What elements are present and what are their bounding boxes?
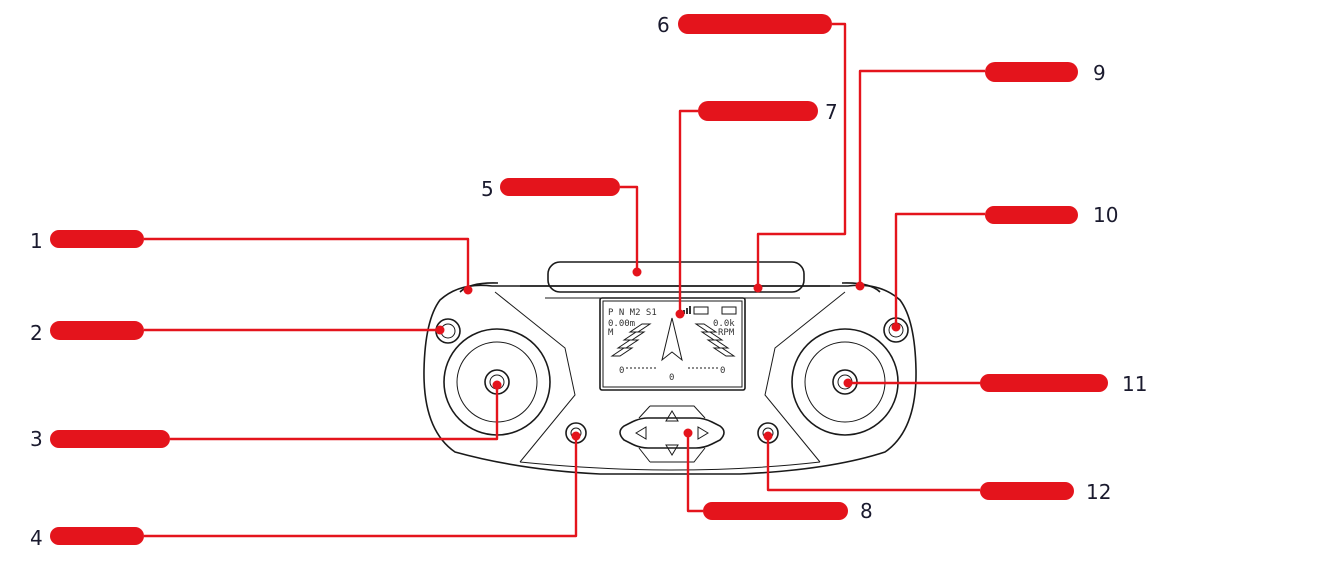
callout-number-1: 1 (30, 229, 43, 253)
callout-number-7: 7 (825, 100, 838, 124)
callout-dot-7 (675, 309, 685, 319)
antenna (547, 261, 805, 293)
callout-leader-10 (894, 212, 985, 327)
callout-leader-5 (620, 185, 639, 272)
callout-number-11: 11 (1122, 372, 1147, 396)
callout-dot-8 (683, 428, 693, 438)
dpad-down-icon[interactable] (665, 444, 679, 456)
callout-label-bar-4 (50, 527, 144, 545)
screen-zero-center: 0 (669, 373, 674, 383)
screen-left-value: 0.00m (608, 319, 635, 329)
screen-right-value: 0.0k (713, 319, 735, 329)
callout-dot-3 (492, 380, 502, 390)
callout-leader-4 (144, 436, 578, 538)
screen-right-unit: RPM (718, 328, 735, 338)
dpad-left-icon[interactable] (635, 426, 647, 440)
callout-number-12: 12 (1086, 480, 1111, 504)
callout-number-8: 8 (860, 499, 873, 523)
screen-zero-left: 0 (619, 366, 624, 376)
right-bar-ladder (694, 323, 736, 357)
controller-body (423, 261, 917, 475)
callout-label-bar-12 (980, 482, 1074, 500)
callout-leader-7 (678, 109, 698, 314)
callout-label-bar-2 (50, 321, 144, 340)
callout-label-bar-3 (50, 430, 170, 448)
callout-dot-4 (571, 431, 581, 441)
callout-leader-12 (766, 436, 980, 492)
callout-number-10: 10 (1093, 203, 1118, 227)
dpad-up-icon[interactable] (665, 410, 679, 422)
callout-dot-1 (463, 285, 473, 295)
battery-icon (693, 306, 709, 315)
lcd-screen: P N M2 S1 0.00m M 0.0k RPM 0 0 0 (599, 297, 746, 391)
callout-leader-9 (858, 69, 985, 286)
callout-label-bar-9 (985, 62, 1078, 82)
callout-dot-10 (891, 322, 901, 332)
center-panel (494, 291, 846, 463)
callout-number-5: 5 (481, 177, 494, 201)
callout-number-4: 4 (30, 526, 43, 550)
dpad-right-icon[interactable] (697, 426, 709, 440)
callout-dot-6 (753, 283, 763, 293)
callout-number-9: 9 (1093, 61, 1106, 85)
callout-label-bar-8 (703, 502, 848, 520)
callout-label-bar-5 (500, 178, 620, 196)
callout-dot-12 (763, 431, 773, 441)
callout-leader-1 (144, 237, 470, 290)
callout-label-bar-11 (980, 374, 1108, 392)
callout-dot-2 (435, 325, 445, 335)
callout-number-3: 3 (30, 427, 43, 451)
callout-number-2: 2 (30, 321, 43, 345)
callout-label-bar-10 (985, 206, 1078, 224)
callout-dot-5 (632, 267, 642, 277)
callout-dot-11 (843, 378, 853, 388)
controller-shell (423, 284, 917, 475)
callout-label-bar-1 (50, 230, 144, 248)
callout-leader-8 (686, 433, 703, 513)
left-bar-ladder (610, 323, 652, 357)
callout-label-bar-6 (678, 14, 832, 34)
screen-zero-right: 0 (720, 366, 725, 376)
callout-dot-9 (855, 281, 865, 291)
screen-mode-line: P N M2 S1 (608, 308, 657, 318)
attitude-arrow-icon (661, 317, 683, 362)
screen-left-unit: M (608, 328, 614, 338)
battery-icon-remote (721, 306, 737, 315)
callout-number-6: 6 (657, 13, 670, 37)
callout-leader-3 (170, 385, 499, 441)
callout-label-bar-7 (698, 101, 818, 121)
callout-leader-6 (756, 22, 847, 288)
direction-pad[interactable] (619, 405, 725, 463)
